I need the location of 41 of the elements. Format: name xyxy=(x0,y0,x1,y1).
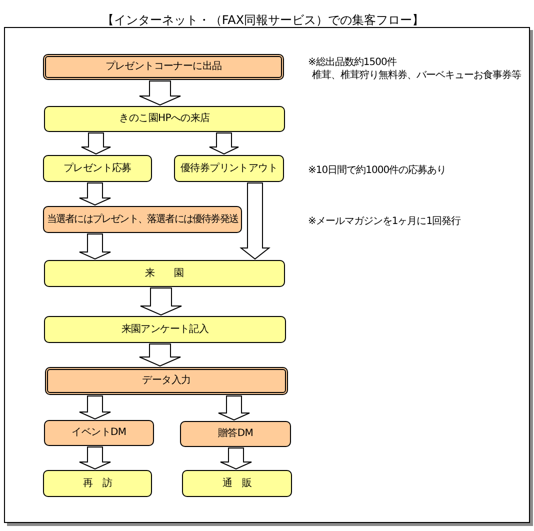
step-text: 通 販 xyxy=(222,478,252,490)
step-text: プレゼント応募 xyxy=(64,162,132,174)
note-text: 椎茸、椎茸狩り無料券、バーベキューお食事券等 xyxy=(312,70,521,82)
step-text: 来 園 xyxy=(145,268,184,280)
step-text: 再 訪 xyxy=(82,478,112,490)
step-box xyxy=(43,470,152,497)
step-text: プレゼントコーナーに出品 xyxy=(105,61,222,73)
step-box xyxy=(43,155,152,182)
block-arrow xyxy=(81,132,111,155)
block-arrow xyxy=(79,446,111,470)
highlighted-step-box xyxy=(43,206,242,233)
block-arrow xyxy=(140,288,182,316)
block-arrow xyxy=(79,234,111,260)
highlighted-step-box xyxy=(44,420,154,446)
highlighted-step-box xyxy=(180,421,291,447)
step-box xyxy=(44,106,285,132)
block-arrow xyxy=(209,132,239,155)
block-arrow xyxy=(240,182,270,260)
step-box xyxy=(174,155,284,182)
step-text: データ入力 xyxy=(142,375,191,387)
step-box xyxy=(182,470,292,497)
diagram-title: 【インターネット・（FAX同報サービス）での集客フロー】 xyxy=(102,13,424,27)
highlighted-step-box xyxy=(43,54,284,80)
step-text: 贈答DM xyxy=(218,428,254,440)
step-text: 優待券プリントアウト xyxy=(180,162,278,174)
block-arrow xyxy=(220,448,252,470)
step-text: イベントDM xyxy=(72,427,126,439)
highlighted-step-box xyxy=(45,367,288,395)
note-text: ※10日間で約1000件の応募あり xyxy=(308,165,446,177)
step-text: 来園アンケート記入 xyxy=(121,324,209,336)
block-arrow xyxy=(79,182,111,206)
step-text: きのこ園HPへの来店 xyxy=(119,113,210,125)
note-text: ※総出品数約1500件 xyxy=(308,57,396,69)
step-text: 当選者にはプレゼント、落選者には優待券発送 xyxy=(46,214,238,226)
block-arrow xyxy=(139,80,181,106)
step-box xyxy=(44,260,285,287)
block-arrow xyxy=(139,344,181,367)
block-arrow xyxy=(79,396,111,420)
step-box xyxy=(44,316,286,343)
note-text: ※メールマガジンを1ヶ月に1回発行 xyxy=(308,216,461,228)
block-arrow xyxy=(218,396,250,421)
